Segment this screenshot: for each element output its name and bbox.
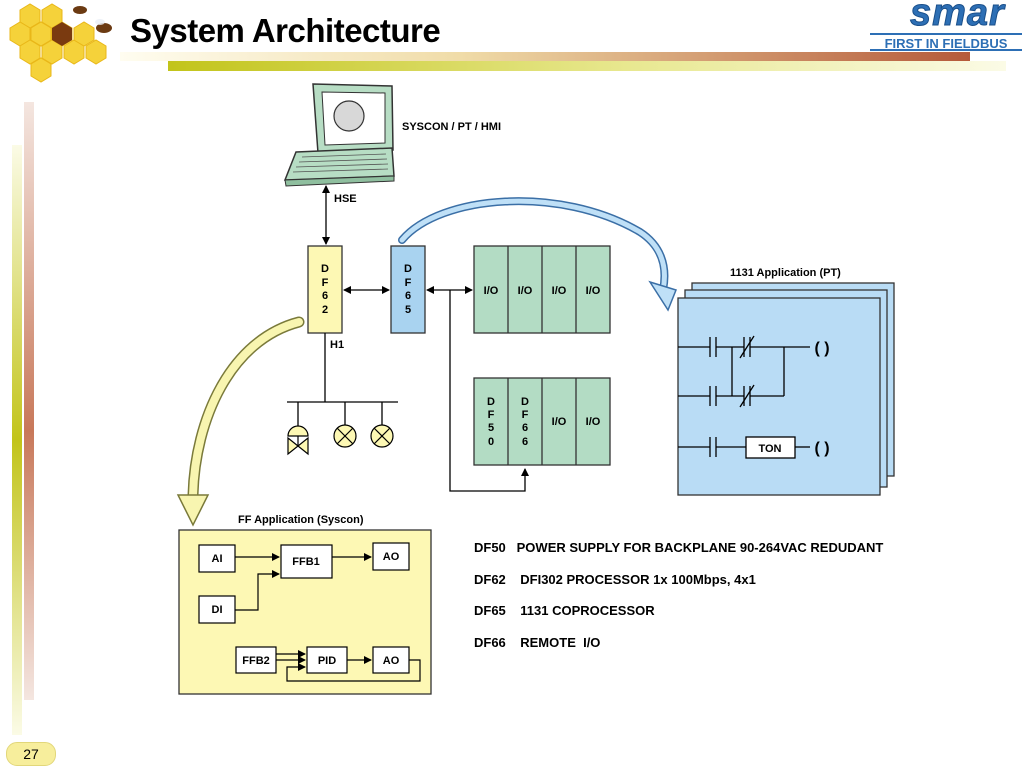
curved-arrow-to-pt xyxy=(398,197,677,312)
legend-code: DF50 xyxy=(474,540,506,555)
legend-text: DFI302 PROCESSOR 1x 100Mbps, 4x1 xyxy=(520,571,756,587)
df62-char: 2 xyxy=(322,304,328,316)
module-legend: DF50 POWER SUPPLY FOR BACKPLANE 90-264VA… xyxy=(474,540,883,666)
smar-logo: smar xyxy=(910,0,1005,35)
h1-label: H1 xyxy=(330,339,344,351)
slide-title: System Architecture xyxy=(130,12,441,49)
ff-block-label: AI xyxy=(212,553,223,565)
legend-row: DF65 1131 COPROCESSOR xyxy=(474,603,883,635)
io-rack-lower xyxy=(473,377,611,466)
output-coil: ( ) xyxy=(814,340,829,357)
df62-char: F xyxy=(322,277,329,289)
bee-icon xyxy=(73,6,112,33)
io-module-label: I/O xyxy=(586,285,601,297)
df66-char: F xyxy=(522,409,529,421)
honeycomb-bee-logo xyxy=(9,3,112,83)
df62-module xyxy=(307,245,343,334)
df65-char: 6 xyxy=(405,290,411,302)
ton-timer-block xyxy=(745,436,796,459)
ton-label: TON xyxy=(758,443,781,455)
ff-block-pid xyxy=(306,646,348,674)
df50-char: D xyxy=(487,396,495,408)
smar-logo-tagline: FIRST IN FIELDBUS xyxy=(870,33,1022,51)
df65-char: 5 xyxy=(405,304,411,316)
legend-text: REMOTE I/O xyxy=(520,634,601,650)
df50-char: 0 xyxy=(488,436,494,448)
header-band-accent xyxy=(168,61,1006,71)
df66-char: 6 xyxy=(522,436,528,448)
df50-char: 5 xyxy=(488,422,494,434)
remote-io-link xyxy=(449,290,529,492)
df65-char: D xyxy=(404,263,412,275)
legend-row: DF62 DFI302 PROCESSOR 1x 100Mbps, 4x1 xyxy=(474,572,883,604)
legend-code: DF62 xyxy=(474,571,506,587)
legend-code: DF66 xyxy=(474,634,506,650)
header-band xyxy=(120,52,970,61)
ff-block-label: AO xyxy=(383,551,400,563)
df65-module xyxy=(390,245,426,334)
legend-row: DF66 REMOTE I/O xyxy=(474,635,883,667)
ff-block-ffb2 xyxy=(235,646,277,674)
control-valve-icon xyxy=(287,425,309,456)
ff-block-label: PID xyxy=(318,655,336,667)
df66-char: 6 xyxy=(522,422,528,434)
legend-text: 1131 COPROCESSOR xyxy=(520,603,655,618)
curved-arrow-to-ff xyxy=(176,316,305,527)
df65-char: F xyxy=(405,277,412,289)
ff-block-ai xyxy=(198,544,236,573)
laptop-icon xyxy=(283,83,395,187)
ff-block-ao xyxy=(372,542,410,571)
io-module-label: I/O xyxy=(552,416,567,428)
legend-row: DF50 POWER SUPPLY FOR BACKPLANE 90-264VA… xyxy=(474,540,883,572)
ff-block-label: AO xyxy=(383,655,400,667)
ff-block-label: FFB1 xyxy=(292,556,320,568)
io-module-label: I/O xyxy=(586,416,601,428)
legend-code: DF65 xyxy=(474,603,506,618)
ff-block-ffb1 xyxy=(280,544,333,579)
output-coil: ( ) xyxy=(814,440,829,457)
workstation-label: SYSCON / PT / HMI xyxy=(402,121,501,133)
ladder-diagram xyxy=(678,335,810,457)
pt-panel-title: 1131 Application (PT) xyxy=(730,267,841,279)
hse-label: HSE xyxy=(334,193,357,205)
field-device-icon xyxy=(370,424,394,448)
ff-panel-title: FF Application (Syscon) xyxy=(238,514,364,526)
ff-block-label: DI xyxy=(212,604,223,616)
df62-char: D xyxy=(321,263,329,275)
ff-links xyxy=(235,553,421,682)
io-rack-upper xyxy=(473,245,611,334)
side-band-accent xyxy=(12,145,22,735)
page-number: 27 xyxy=(6,742,56,766)
df62-char: 6 xyxy=(322,290,328,302)
field-device-icon xyxy=(333,424,357,448)
df66-char: D xyxy=(521,396,529,408)
legend-text: POWER SUPPLY FOR BACKPLANE 90-264VAC RED… xyxy=(516,540,884,555)
io-module-label: I/O xyxy=(552,285,567,297)
io-module-label: I/O xyxy=(518,285,533,297)
ff-block-label: FFB2 xyxy=(242,655,270,667)
df50-char: F xyxy=(488,409,495,421)
side-band xyxy=(24,102,34,700)
io-module-label: I/O xyxy=(484,285,499,297)
